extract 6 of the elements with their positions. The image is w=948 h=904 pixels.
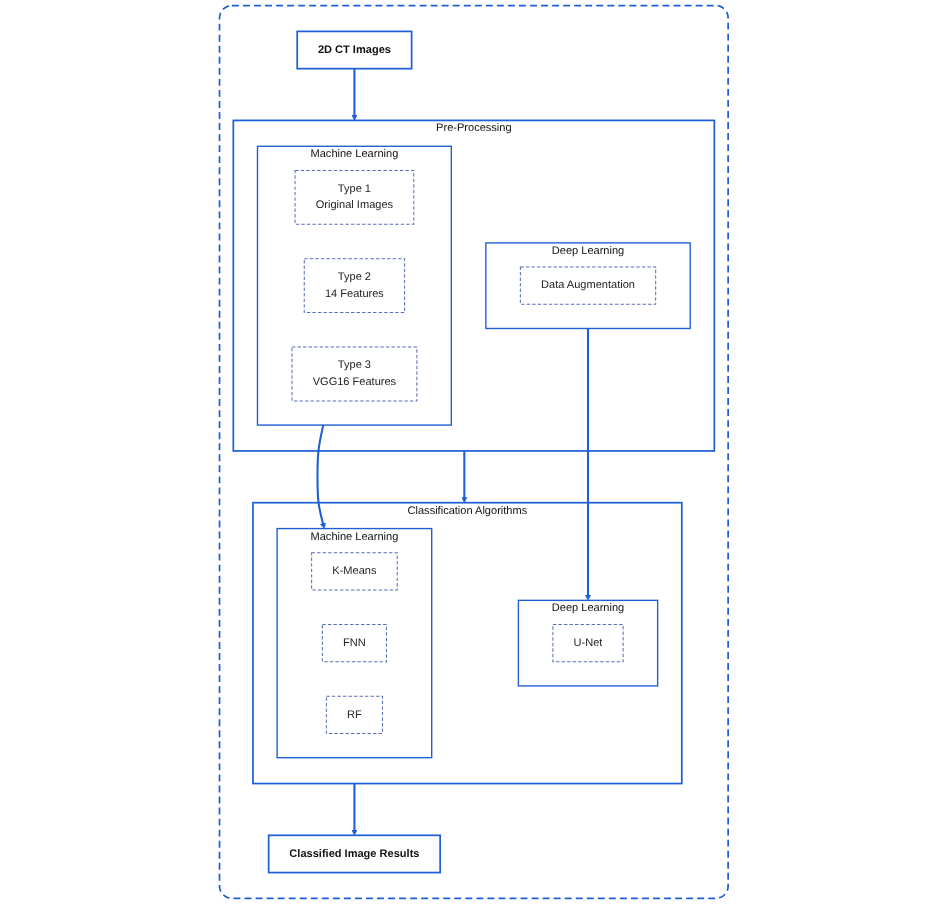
arrow — [351, 783, 358, 836]
arrow — [585, 328, 592, 601]
arrow — [316, 424, 326, 529]
arrow — [351, 68, 358, 121]
arrow — [461, 450, 468, 503]
cluster — [218, 4, 730, 900]
